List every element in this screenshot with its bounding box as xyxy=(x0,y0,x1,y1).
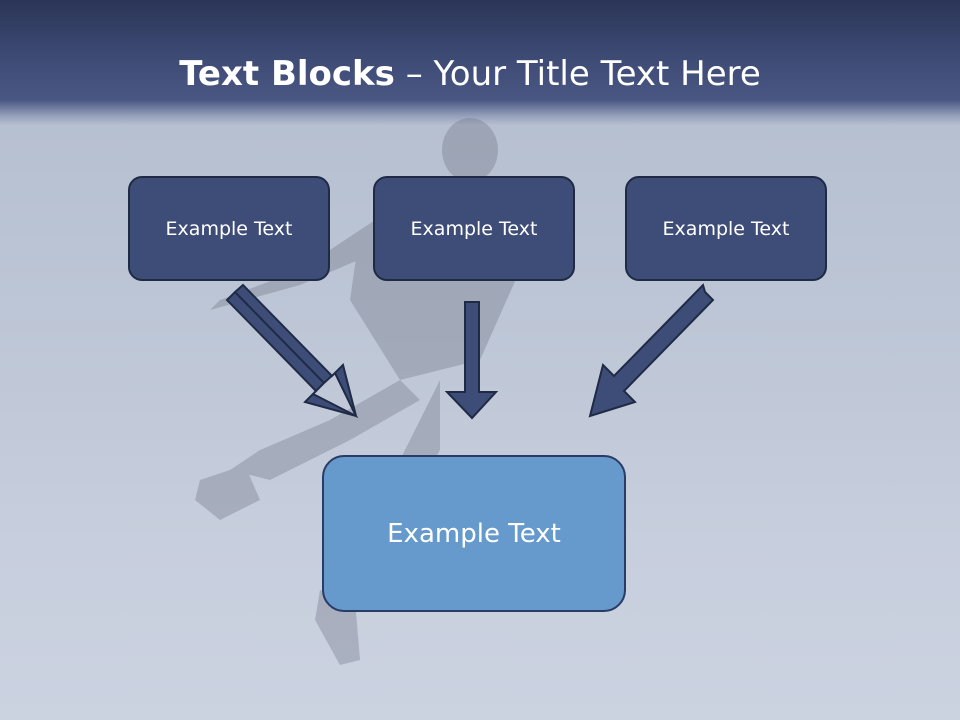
title-dash: – xyxy=(405,54,423,94)
arrow-left-to-center xyxy=(225,283,359,419)
title-banner xyxy=(0,0,960,125)
text-block-middle: Example Text xyxy=(373,176,575,281)
page-title: Text Blocks – Your Title Text Here xyxy=(0,54,940,94)
text-block-right: Example Text xyxy=(625,176,827,281)
title-bold-part: Text Blocks xyxy=(179,54,395,94)
text-block-target: Example Text xyxy=(322,455,626,612)
text-block-right-label: Example Text xyxy=(662,217,790,240)
text-block-middle-label: Example Text xyxy=(410,217,538,240)
text-block-left: Example Text xyxy=(128,176,330,281)
arrow-middle-down xyxy=(444,301,499,420)
title-rest: Your Title Text Here xyxy=(433,54,761,94)
text-block-target-label: Example Text xyxy=(387,518,561,549)
text-block-left-label: Example Text xyxy=(165,217,293,240)
arrow-right-to-center xyxy=(588,283,715,418)
